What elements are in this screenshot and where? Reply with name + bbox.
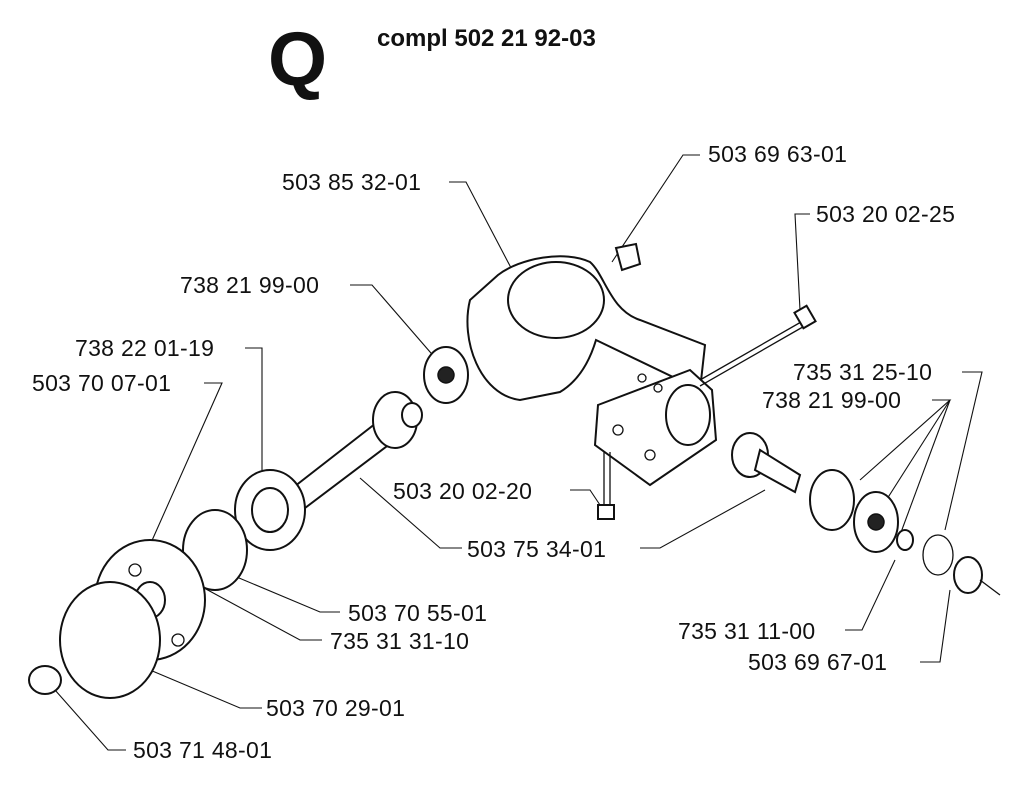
part-label: 503 70 07-01 bbox=[32, 370, 172, 396]
output-shaft bbox=[731, 432, 1001, 596]
fasteners bbox=[597, 242, 817, 520]
part-label: 503 70 55-01 bbox=[348, 600, 488, 626]
part-label: 735 31 11-00 bbox=[678, 618, 816, 644]
part-label: 503 20 02-20 bbox=[393, 478, 533, 504]
part-label: 735 31 31-10 bbox=[330, 628, 470, 654]
input-shaft bbox=[288, 346, 469, 510]
part-label: 503 85 32-01 bbox=[282, 169, 422, 195]
gear-housing bbox=[466, 255, 718, 487]
part-label: 503 75 34-01 bbox=[467, 536, 607, 562]
part-label: 503 69 63-01 bbox=[708, 141, 848, 167]
part-label: 738 21 99-00 bbox=[180, 272, 320, 298]
part-label: 503 69 67-01 bbox=[748, 649, 888, 675]
part-label: 503 20 02-25 bbox=[816, 201, 956, 227]
assembly-number: compl 502 21 92-03 bbox=[377, 25, 596, 52]
left-assembly bbox=[28, 469, 306, 699]
part-label: 503 71 48-01 bbox=[133, 737, 273, 763]
section-letter: Q bbox=[268, 17, 328, 102]
part-label: 735 31 25-10 bbox=[793, 359, 933, 385]
part-label: 738 21 99-00 bbox=[762, 387, 902, 413]
part-label: 738 22 01-19 bbox=[75, 335, 215, 361]
part-label: 503 70 29-01 bbox=[266, 695, 406, 721]
leader-lines bbox=[54, 154, 983, 751]
